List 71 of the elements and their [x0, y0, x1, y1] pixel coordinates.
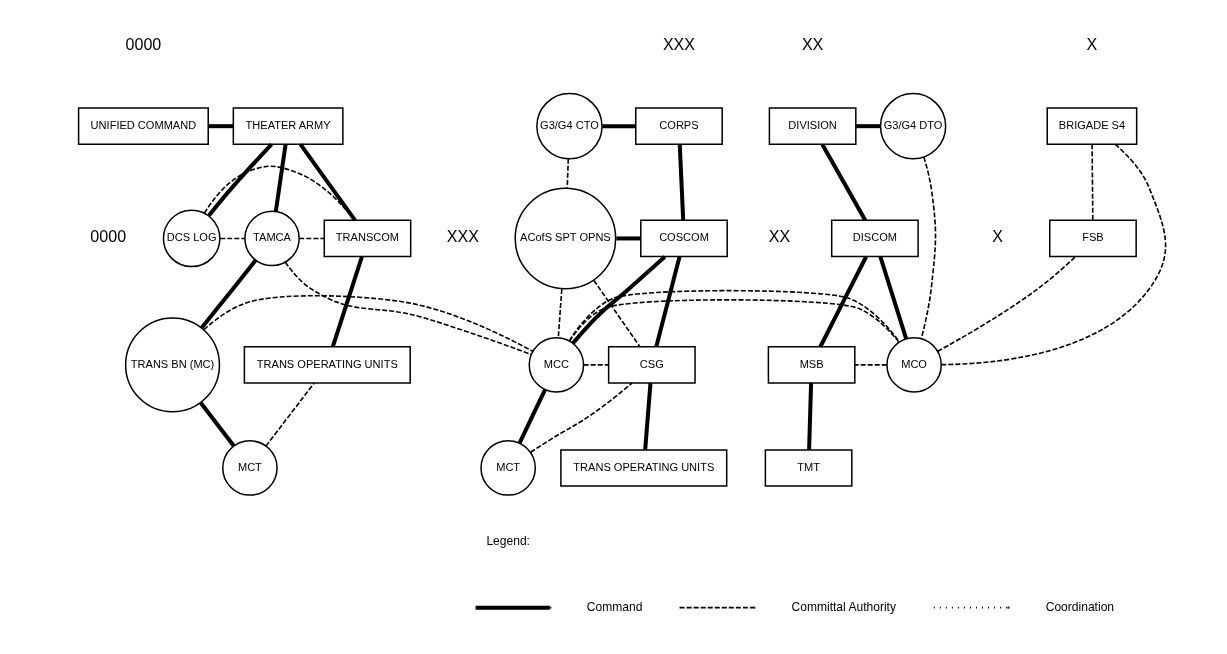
- node-box: DISCOM: [830, 219, 919, 258]
- node-circle: TAMCA: [243, 210, 300, 267]
- connector: [818, 255, 868, 348]
- label: XX: [801, 35, 823, 54]
- node-box: TRANS OPERATING UNITS: [243, 346, 411, 384]
- node-box: BRIGADE S4: [1045, 107, 1137, 146]
- node-box: COSCOM: [639, 219, 728, 258]
- node-box: TMT: [764, 449, 853, 487]
- node-box: UNIFIED COMMAND: [77, 107, 209, 146]
- connector: [567, 289, 900, 344]
- connector: [582, 364, 609, 366]
- connector: [1090, 143, 1094, 222]
- connector: [330, 256, 364, 348]
- connector: [517, 388, 547, 444]
- connector: [284, 261, 532, 356]
- connector: [877, 256, 908, 340]
- label: 0000: [125, 35, 161, 54]
- connector: [642, 382, 652, 450]
- connector: [806, 383, 813, 450]
- node-circle: MCO: [885, 337, 942, 393]
- node-box: DIVISION: [768, 107, 857, 146]
- node-box: MSB: [767, 346, 856, 384]
- connector: [653, 256, 681, 348]
- node-circle: G3/G4 DTO: [879, 92, 946, 160]
- connector: [207, 124, 233, 129]
- node-box: CORPS: [634, 107, 723, 146]
- node-circle: TRANS BN (MC): [124, 317, 220, 413]
- connector: [273, 144, 288, 212]
- label: Legend:: [485, 534, 530, 549]
- connector: [264, 382, 315, 447]
- connector: [529, 382, 633, 454]
- node-circle: DCS LOG: [162, 209, 221, 268]
- connector: [855, 124, 880, 129]
- node-box: TRANS OPERATING UNITS: [559, 449, 727, 487]
- connector: [202, 294, 534, 353]
- connector: [820, 143, 867, 222]
- legend-label: Command: [586, 599, 642, 614]
- node-circle: G3/G4 CTO: [535, 92, 603, 160]
- connector: [853, 364, 888, 366]
- connector: [206, 143, 273, 217]
- node-box: FSB: [1048, 219, 1137, 258]
- node-box: TRANSCOM: [323, 219, 411, 258]
- connector: [203, 165, 355, 221]
- connector: [556, 288, 563, 339]
- connector: [940, 143, 1166, 366]
- connector: [936, 256, 1076, 353]
- connector: [615, 236, 641, 241]
- connector: [297, 237, 325, 240]
- connector: [592, 279, 641, 348]
- node-circle: ACofS SPT OPNS: [513, 187, 616, 290]
- connector: [199, 258, 257, 329]
- label: X: [991, 227, 1003, 246]
- connector: [198, 401, 235, 448]
- connector: [677, 144, 685, 221]
- label: XXX: [662, 35, 695, 54]
- connector: [218, 237, 245, 240]
- label: X: [1086, 35, 1097, 54]
- label: XXX: [446, 227, 479, 246]
- label: 0000: [89, 227, 126, 246]
- connector: [601, 124, 636, 129]
- legend-label: Committal Authority: [791, 599, 896, 614]
- node-circle: MCT: [221, 440, 278, 496]
- node-circle: MCC: [528, 337, 584, 393]
- connector: [298, 143, 357, 222]
- legend-label: Coordination: [1045, 599, 1114, 614]
- node-box: THEATER ARMY: [232, 107, 344, 146]
- node-box: CSG: [607, 346, 696, 384]
- node-circle: MCT: [479, 440, 536, 496]
- connector: [570, 255, 666, 345]
- connector: [565, 157, 569, 189]
- label: XX: [768, 227, 790, 246]
